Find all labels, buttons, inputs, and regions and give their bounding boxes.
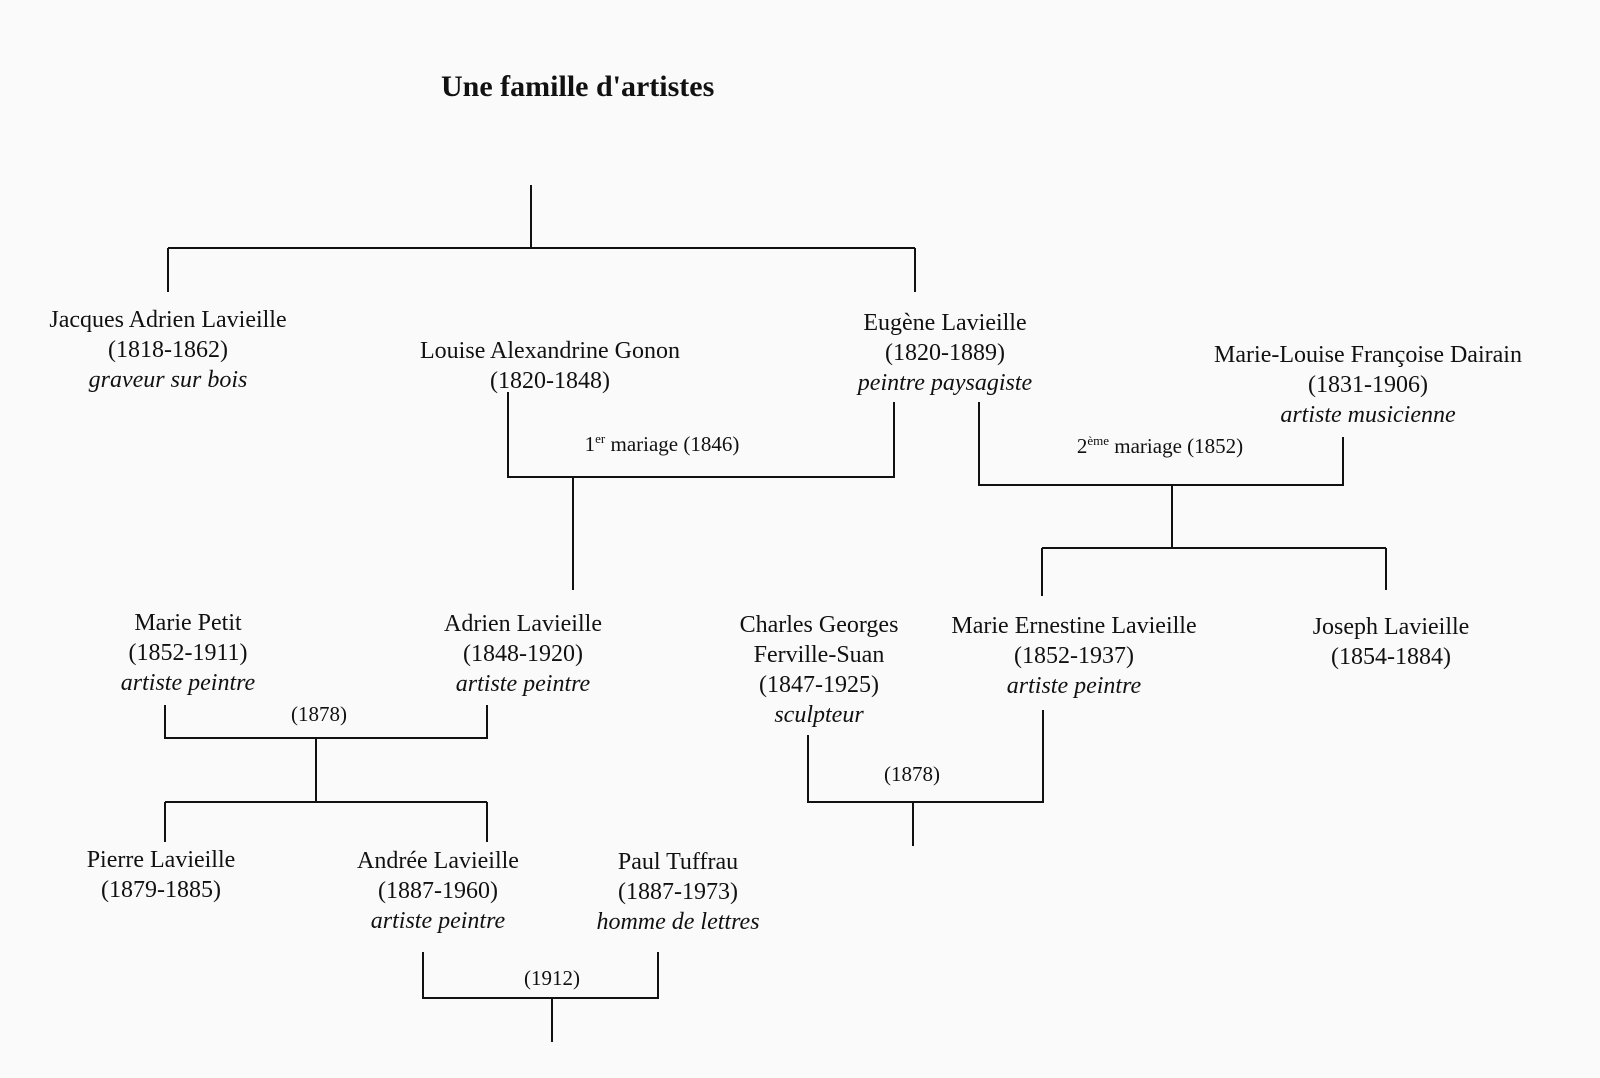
person-dates: (1887-1960) bbox=[378, 878, 498, 904]
connector-marriage-5 bbox=[422, 952, 659, 1042]
person-role: sculpteur bbox=[774, 702, 864, 728]
person-dates: (1852-1937) bbox=[1014, 643, 1134, 669]
person-adrien-lavieille: Adrien Lavieille (1848-1920) artiste pei… bbox=[444, 609, 602, 699]
person-name-line-2: Ferville-Suan bbox=[753, 642, 885, 668]
person-role: peintre paysagiste bbox=[857, 370, 1033, 396]
person-role: graveur sur bois bbox=[88, 367, 248, 393]
marriage-label-1: 1er mariage (1846) bbox=[584, 431, 740, 456]
person-dates: (1848-1920) bbox=[463, 641, 583, 667]
person-andree-lavieille: Andrée Lavieille (1887-1960) artiste pei… bbox=[357, 846, 519, 936]
person-role: artiste peintre bbox=[1006, 673, 1142, 699]
person-dates: (1852-1911) bbox=[128, 640, 248, 666]
person-dates: (1879-1885) bbox=[101, 877, 221, 903]
person-dates: (1831-1906) bbox=[1308, 372, 1428, 398]
person-marie-ernestine-lavieille: Marie Ernestine Lavieille (1852-1937) ar… bbox=[951, 611, 1196, 701]
person-name: Charles Georges bbox=[739, 612, 899, 638]
connector-marriage-2 bbox=[978, 402, 1387, 596]
person-marie-louise-francoise-dairain: Marie-Louise Françoise Dairain (1831-190… bbox=[1214, 340, 1522, 430]
person-name: Marie Petit bbox=[134, 610, 242, 636]
person-name: Pierre Lavieille bbox=[86, 847, 236, 873]
marriage-label-5: (1912) bbox=[524, 966, 580, 990]
person-name: Joseph Lavieille bbox=[1312, 614, 1470, 640]
person-dates: (1820-1889) bbox=[885, 340, 1005, 366]
person-marie-petit: Marie Petit (1852-1911) artiste peintre bbox=[121, 608, 255, 698]
person-louise-alexandrine-gonon: Louise Alexandrine Gonon (1820-1848) bbox=[420, 336, 680, 396]
person-charles-georges-ferville-suan: Charles Georges Ferville-Suan (1847-1925… bbox=[740, 610, 899, 730]
person-name: Marie-Louise Françoise Dairain bbox=[1214, 342, 1522, 368]
person-name: Marie Ernestine Lavieille bbox=[951, 613, 1197, 639]
person-dates: (1820-1848) bbox=[490, 368, 610, 394]
person-role: artiste peintre bbox=[120, 670, 256, 696]
person-role: homme de lettres bbox=[596, 909, 760, 935]
diagram-title: Une famille d'artistes bbox=[441, 70, 715, 103]
marriage-label-2: 2ème mariage (1852) bbox=[1076, 433, 1244, 458]
marriage-label-4: (1878) bbox=[884, 762, 940, 786]
person-role: artiste peintre bbox=[455, 671, 591, 697]
connector-top bbox=[167, 185, 916, 292]
person-jacques-adrien-lavieille: Jacques Adrien Lavieille (1818-1862) gra… bbox=[49, 305, 286, 395]
person-dates: (1887-1973) bbox=[618, 879, 738, 905]
person-name: Andrée Lavieille bbox=[357, 848, 519, 874]
connector-marriage-3 bbox=[164, 705, 488, 842]
person-paul-tuffrau: Paul Tuffrau (1887-1973) homme de lettre… bbox=[596, 847, 759, 937]
person-eugene-lavieille: Eugène Lavieille (1820-1889) peintre pay… bbox=[858, 308, 1032, 398]
person-name: Eugène Lavieille bbox=[863, 310, 1027, 336]
person-dates: (1854-1884) bbox=[1331, 644, 1451, 670]
connector-marriage-4 bbox=[807, 710, 1044, 846]
connector-marriage-1 bbox=[507, 392, 895, 590]
person-name: Paul Tuffrau bbox=[617, 849, 739, 875]
person-name: Jacques Adrien Lavieille bbox=[49, 307, 287, 333]
person-joseph-lavieille: Joseph Lavieille (1854-1884) bbox=[1313, 612, 1470, 672]
person-name: Adrien Lavieille bbox=[444, 611, 602, 637]
person-role: artiste musicienne bbox=[1280, 402, 1456, 428]
marriage-label-3: (1878) bbox=[291, 702, 347, 726]
person-dates: (1818-1862) bbox=[108, 337, 228, 363]
person-role: artiste peintre bbox=[370, 908, 506, 934]
person-pierre-lavieille: Pierre Lavieille (1879-1885) bbox=[87, 845, 236, 905]
person-name: Louise Alexandrine Gonon bbox=[420, 338, 680, 364]
person-dates: (1847-1925) bbox=[759, 672, 879, 698]
